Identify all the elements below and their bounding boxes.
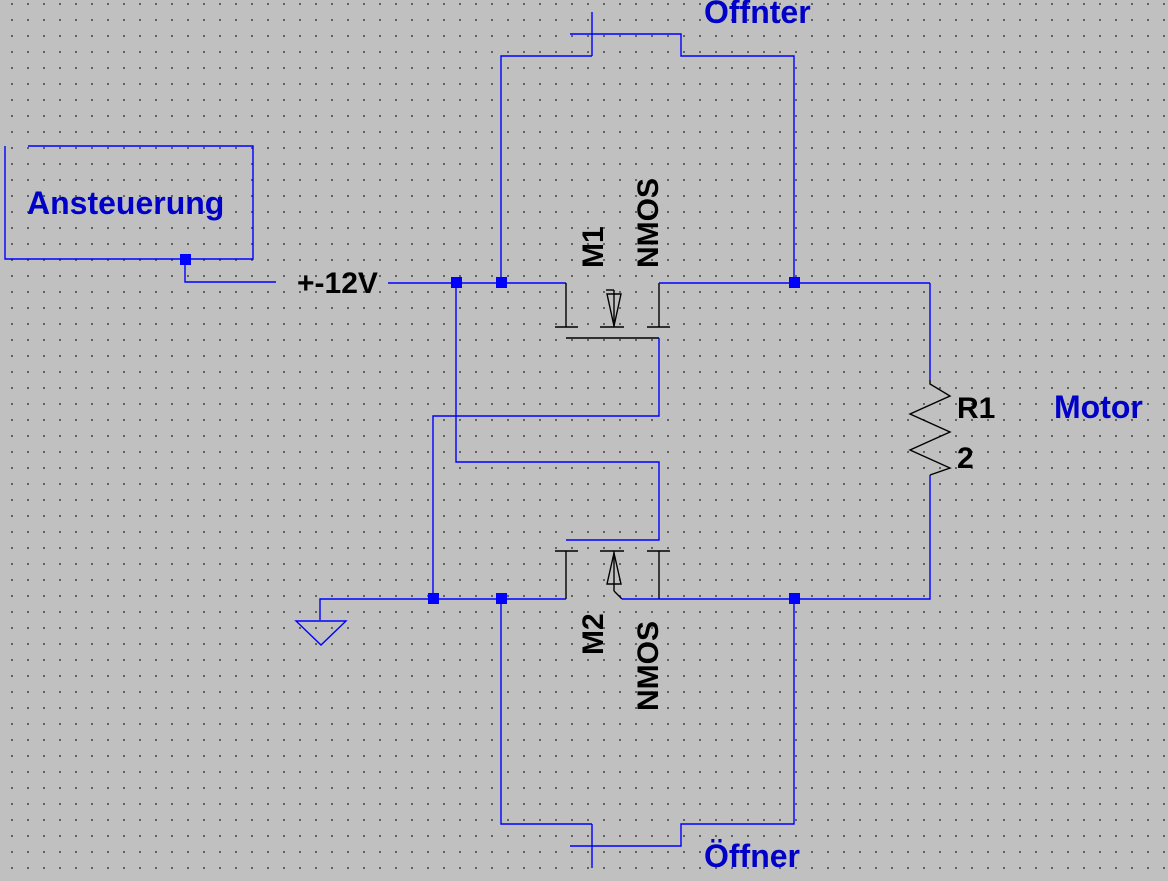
nmos-icon [606,293,622,327]
junction-dot [180,254,191,265]
m2-body-tie [613,590,623,600]
junction-dot [789,593,800,604]
bottom-switch-label: Öffner [704,838,800,874]
top-switch[interactable] [500,12,795,283]
m1-type-label: NMOS [632,178,665,268]
junction-dot [428,593,439,604]
voltage-label: +-12V [297,267,378,300]
motor-label: Motor [1054,389,1143,425]
resistor-name: R1 [957,392,995,425]
top-switch-label: Offnter [704,0,811,30]
m2-gate-wire [455,283,660,541]
junction-dot [451,277,462,288]
control-block-label: Ansteuerung [27,185,224,221]
junction-dot [496,277,507,288]
m2-type-label: NMOS [632,621,665,711]
m1-gate-wire [432,338,660,599]
bottom-switch[interactable] [500,599,795,868]
motor-resistor[interactable] [908,283,952,476]
control-output-wire [184,260,276,283]
control-block-outline [4,145,254,260]
nmos-icon [606,552,622,585]
ground-wire [319,598,566,620]
m1-name-label: M1 [577,226,610,268]
transistor-m2[interactable] [555,550,670,600]
m1-name-text: M1 [577,226,610,268]
motor-bottom-wire [622,475,931,600]
control-block[interactable]: Ansteuerung [4,145,254,260]
m2-name-text: M2 [577,613,610,655]
m2-name-label: M2 [577,613,610,655]
transistor-m1[interactable] [555,283,670,339]
m1-type-text: NMOS [632,178,665,268]
bottom-switch-right-wire [592,599,795,847]
ground-icon[interactable] [294,620,348,646]
bottom-switch-left-wire [500,599,592,825]
top-switch-right-wire [592,33,795,283]
resistor-value: 2 [957,442,974,475]
top-switch-left-wire [500,55,592,283]
resistor-icon [908,380,952,476]
junction-dot [496,593,507,604]
junction-dot [789,277,800,288]
m2-type-text: NMOS [632,621,665,711]
